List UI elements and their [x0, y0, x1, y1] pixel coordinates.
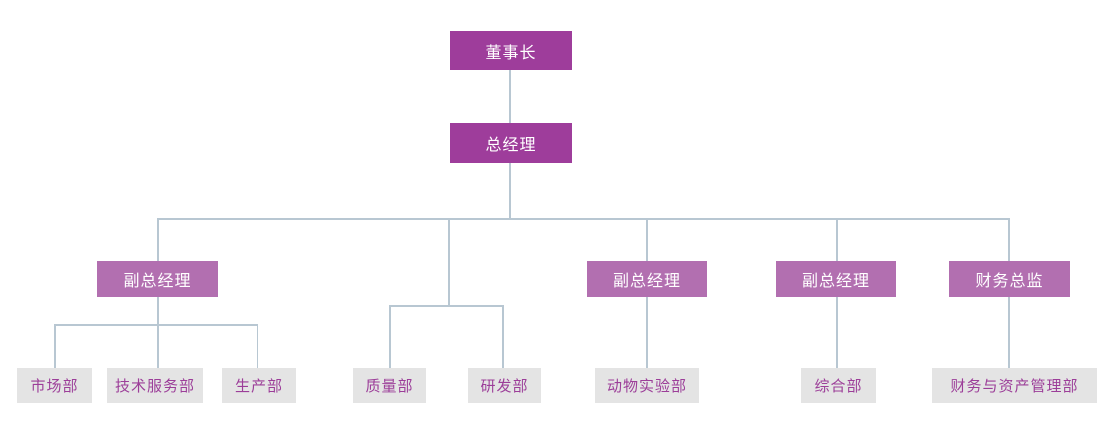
node-vice-gm-1: 副总经理 — [97, 261, 218, 297]
connector-line — [502, 305, 504, 368]
connector-line — [157, 297, 159, 324]
connector-line — [836, 218, 838, 261]
node-general-manager: 总经理 — [450, 123, 572, 163]
node-dept-rnd: 研发部 — [468, 368, 541, 403]
node-finance-director: 财务总监 — [949, 261, 1070, 297]
connector-line — [836, 297, 838, 368]
connector-line — [646, 218, 648, 261]
connector-line — [256, 324, 258, 368]
connector-line — [389, 305, 391, 368]
connector-line — [1008, 218, 1010, 261]
node-dept-quality: 质量部 — [353, 368, 426, 403]
node-dept-production: 生产部 — [222, 368, 296, 403]
connector-line — [157, 218, 159, 261]
connector-line — [646, 297, 648, 368]
connector-line — [54, 324, 56, 368]
node-dept-technical-service: 技术服务部 — [107, 368, 203, 403]
connector-line — [448, 218, 450, 305]
connector-line — [157, 324, 159, 368]
connector-line — [54, 324, 258, 326]
connector-line — [509, 70, 511, 123]
connector-line — [509, 163, 511, 219]
node-dept-marketing: 市场部 — [17, 368, 92, 403]
node-vice-gm-2: 副总经理 — [587, 261, 707, 297]
node-dept-finance-asset: 财务与资产管理部 — [932, 368, 1097, 403]
node-vice-gm-3: 副总经理 — [776, 261, 896, 297]
connector-line — [389, 305, 503, 307]
connector-line — [157, 218, 1010, 220]
connector-line — [1008, 297, 1010, 368]
node-dept-general-affairs: 综合部 — [801, 368, 876, 403]
node-dept-animal-lab: 动物实验部 — [595, 368, 699, 403]
node-chairman: 董事长 — [450, 31, 572, 70]
